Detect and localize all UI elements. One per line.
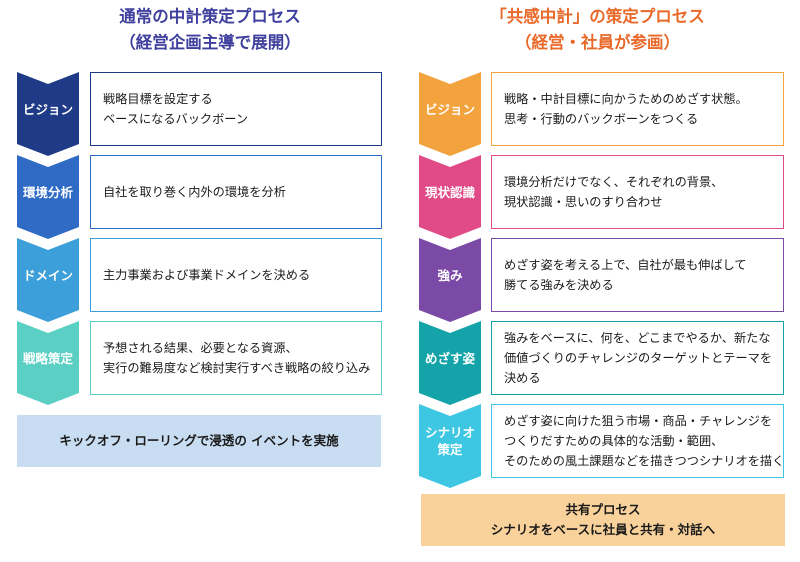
step-chevron-strengths: 強み <box>419 238 481 322</box>
step-text: 現状認識・思いのすり合わせ <box>504 195 663 209</box>
step-text: 戦略・中計目標に向かうためのめざす状態。 <box>504 92 748 106</box>
step-text: 決める <box>504 371 541 385</box>
step-text: 戦略目標を設定する <box>103 92 213 106</box>
step-chevron-environment: 環境分析 <box>17 155 79 239</box>
step-box-strategy: 予想される結果、必要となる資源、 実行の難易度など検討実行すべき戦略の絞り込み <box>90 321 382 395</box>
banner-text: 共有プロセス <box>565 502 641 517</box>
step-label: シナリオ <box>424 425 475 440</box>
step-label: 環境分析 <box>22 184 73 200</box>
step-chevron-strategy: 戦略策定 <box>17 321 79 405</box>
step-box-vision: 戦略・中計目標に向かうためのめざす状態。 思考・行動のバックボーンをつくる <box>491 72 784 146</box>
step-chevron-vision: ビジョン <box>419 72 481 156</box>
right-title-line: 「共感中計」の策定プロセス <box>490 7 705 26</box>
step-chevron-current-state: 現状認識 <box>419 155 481 239</box>
step-text: 価値づくりのチャレンジのターゲットとテーマを <box>504 351 773 365</box>
banner-text: シナリオをベースに社員と共有・対話へ <box>490 522 716 537</box>
step-box-current-state: 環境分析だけでなく、それぞれの背景、 現状認識・思いのすり合わせ <box>491 155 784 229</box>
banner-text: キックオフ・ローリングで浸透の イベントを実施 <box>59 433 339 448</box>
step-text: 自社を取り巻く内外の環境を分析 <box>103 185 286 199</box>
right-title-line: （経営・社員が参画） <box>515 33 680 52</box>
step-chevron-scenario: シナリオ 策定 <box>419 404 481 488</box>
step-box-scenario: めざす姿に向けた狙う市場・商品・チャレンジを つくりだすための具体的な活動・範囲… <box>491 404 784 478</box>
step-chevron-vision: ビジョン <box>17 72 79 156</box>
step-label: めざす姿 <box>424 350 475 366</box>
step-text: そのための風土課題などを描きつつシナリオを描く <box>504 454 785 468</box>
step-label: 強み <box>437 267 463 283</box>
step-chevron-target-state: めざす姿 <box>419 321 481 405</box>
right-banner: 共有プロセス シナリオをベースに社員と共有・対話へ <box>421 494 785 546</box>
step-label: 戦略策定 <box>22 350 73 366</box>
step-box-environment: 自社を取り巻く内外の環境を分析 <box>90 155 382 229</box>
step-label: ドメイン <box>22 267 73 283</box>
step-text: 環境分析だけでなく、それぞれの背景、 <box>504 175 724 189</box>
step-chevron-domain: ドメイン <box>17 238 79 322</box>
step-text: つくりだすための具体的な活動・範囲、 <box>504 434 724 448</box>
step-text: めざす姿に向けた狙う市場・商品・チャレンジを <box>504 414 773 428</box>
step-text: ベースになるバックボーン <box>103 112 249 126</box>
step-label: 現状認識 <box>424 184 475 200</box>
right-title: 「共感中計」の策定プロセス （経営・社員が参画） <box>420 4 775 56</box>
step-text: 予想される結果、必要となる資源、 <box>103 341 298 355</box>
step-box-domain: 主力事業および事業ドメインを決める <box>90 238 382 312</box>
step-box-target-state: 強みをベースに、何を、どこまでやるか、新たな 価値づくりのチャレンジのターゲット… <box>491 321 784 395</box>
step-box-strengths: めざす姿を考える上で、自社が最も伸ばして 勝てる強みを決める <box>491 238 784 312</box>
step-label: ビジョン <box>22 101 73 117</box>
step-text: 思考・行動のバックボーンをつくる <box>504 112 699 126</box>
step-label: 策定 <box>437 442 463 457</box>
left-banner: キックオフ・ローリングで浸透の イベントを実施 <box>17 415 381 467</box>
step-text: 実行の難易度など検討実行すべき戦略の絞り込み <box>103 361 371 375</box>
step-text: 勝てる強みを決める <box>504 278 614 292</box>
step-label: ビジョン <box>424 101 475 117</box>
step-text: めざす姿を考える上で、自社が最も伸ばして <box>504 258 747 272</box>
left-title-line: 通常の中計策定プロセス <box>119 7 301 26</box>
left-title-line: （経営企画主導で展開） <box>119 33 301 52</box>
step-text: 主力事業および事業ドメインを決める <box>103 268 311 282</box>
step-text: 強みをベースに、何を、どこまでやるか、新たな <box>504 331 771 345</box>
step-box-vision: 戦略目標を設定する ベースになるバックボーン <box>90 72 382 146</box>
left-title: 通常の中計策定プロセス （経営企画主導で展開） <box>40 4 380 56</box>
